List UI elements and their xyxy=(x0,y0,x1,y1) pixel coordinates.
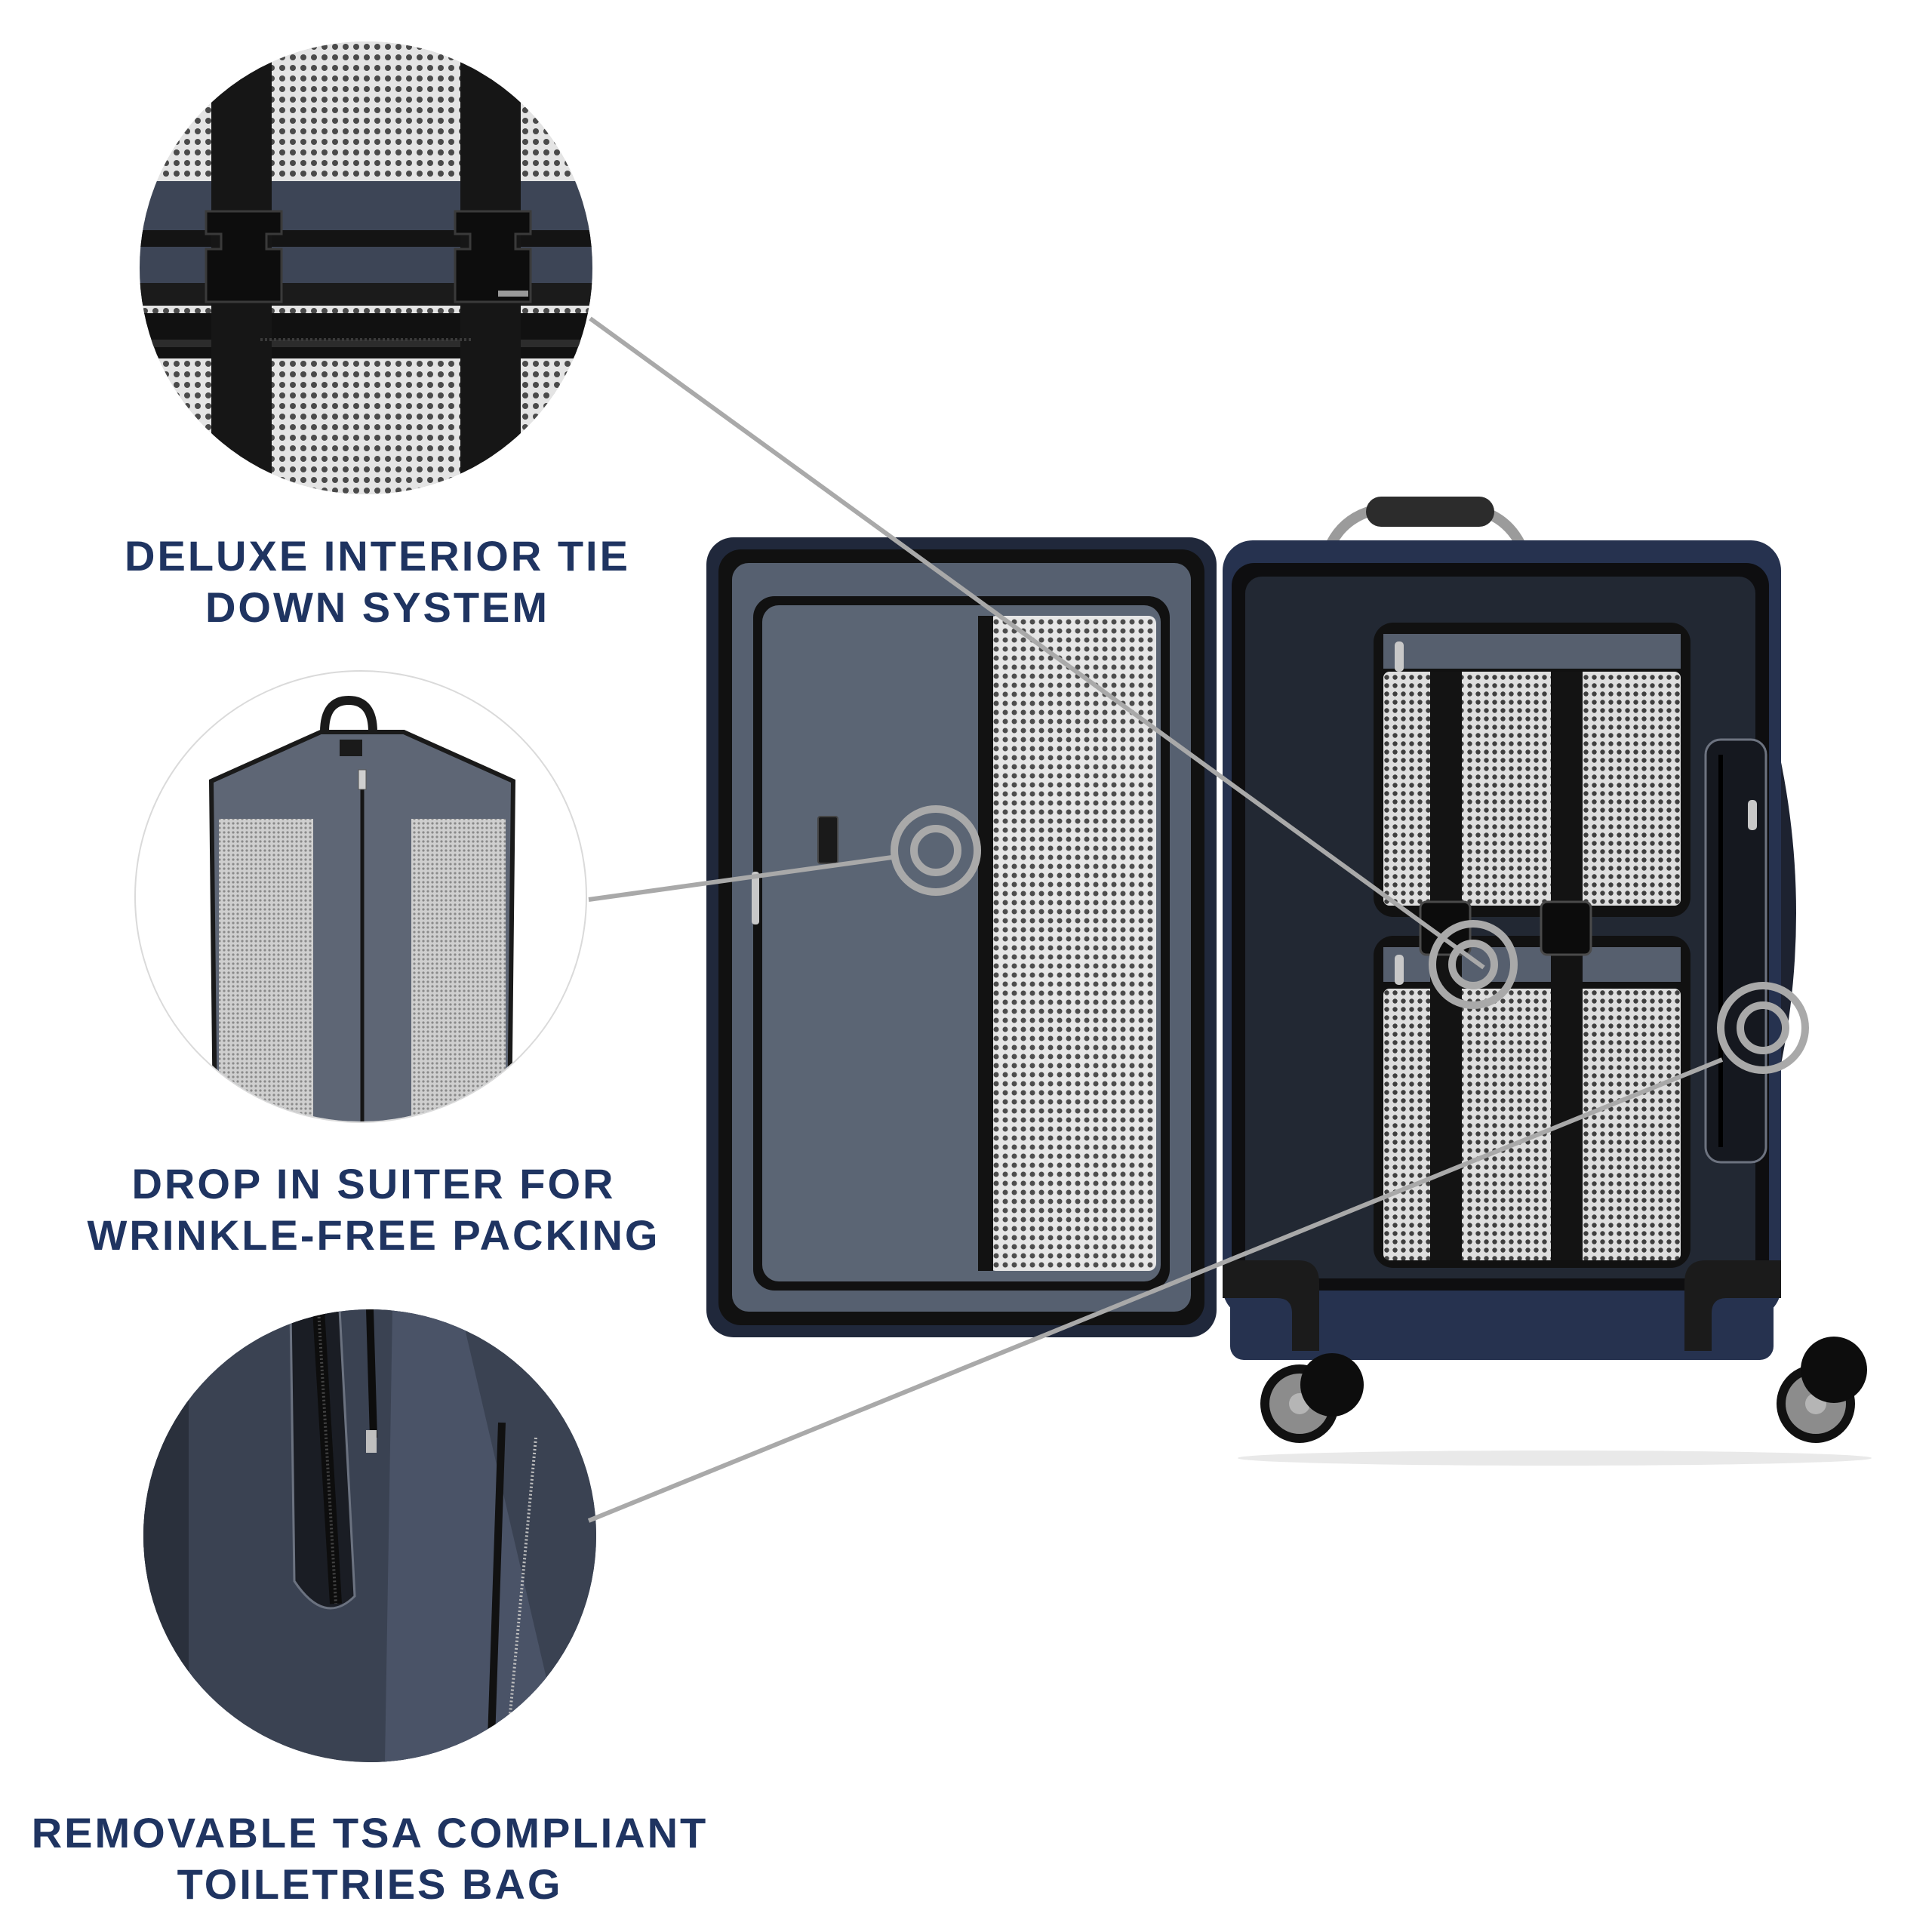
spinner-wheels xyxy=(1260,1337,1867,1443)
caption-line: WRINKLE-FREE PACKING xyxy=(87,1211,660,1259)
detail-circle-suiter xyxy=(134,670,587,1123)
caption-line: REMOVABLE TSA COMPLIANT xyxy=(31,1809,709,1857)
target-ring-suiter[interactable] xyxy=(891,805,981,896)
top-carry-handle[interactable] xyxy=(1366,497,1494,527)
caption-tie-down: DELUXE INTERIOR TIE DOWN SYSTEM xyxy=(75,531,679,633)
target-ring-tie-down[interactable] xyxy=(1429,920,1518,1009)
caption-suiter: DROP IN SUITER FOR WRINKLE-FREE PACKING xyxy=(68,1158,679,1261)
caption-line: DROP IN SUITER FOR xyxy=(131,1160,616,1208)
suitcase-lid xyxy=(706,537,1217,1337)
strap-buckle-illustration xyxy=(140,42,592,494)
suitcase-body xyxy=(1223,497,1872,1466)
buckle-left[interactable] xyxy=(1419,900,1472,956)
detail-circle-toiletries xyxy=(143,1309,596,1762)
caption-line: DOWN SYSTEM xyxy=(205,583,550,631)
leader-line-toiletries xyxy=(587,1057,1724,1523)
suitcase-illustration xyxy=(706,497,1872,1466)
buckle-right[interactable] xyxy=(1540,900,1592,956)
target-ring-toiletries[interactable] xyxy=(1717,982,1809,1074)
brand-tag xyxy=(817,816,838,864)
caption-toiletries: REMOVABLE TSA COMPLIANT TOILETRIES BAG xyxy=(15,1807,724,1910)
detail-circle-tie-down xyxy=(140,42,592,494)
caption-line: DELUXE INTERIOR TIE xyxy=(125,532,630,580)
leader-line-tie-down xyxy=(589,316,1485,970)
garment-bag-illustration xyxy=(208,695,516,1121)
leader-line-suiter xyxy=(588,855,893,902)
caption-line: TOILETRIES BAG xyxy=(177,1860,563,1908)
toiletries-pouch-illustration xyxy=(143,1309,596,1762)
tie-down-strap-right[interactable] xyxy=(1551,672,1583,1260)
